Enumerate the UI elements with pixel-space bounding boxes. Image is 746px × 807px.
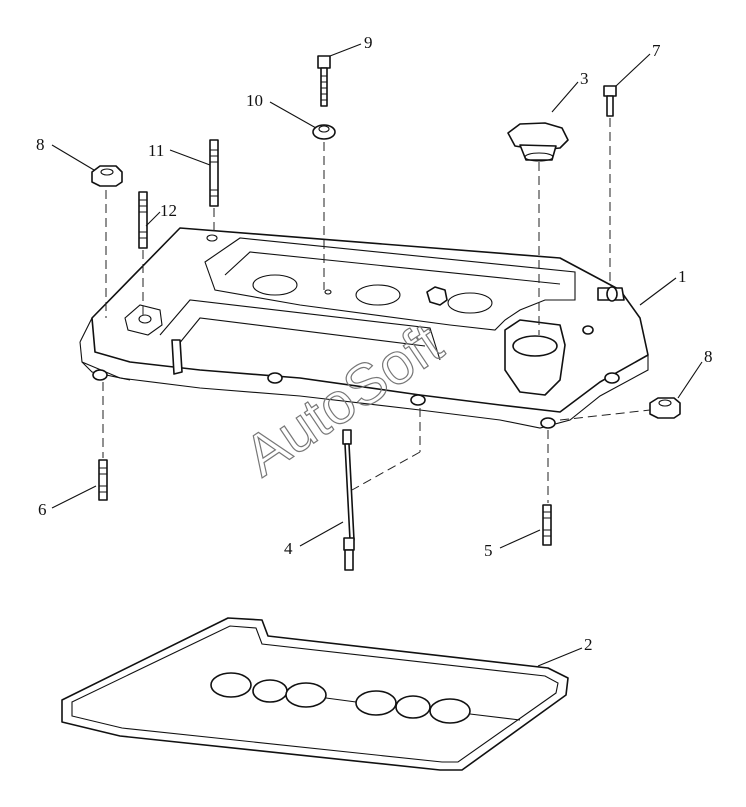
valve-cover-gasket <box>61 617 569 771</box>
label-part-12: 12 <box>160 201 177 220</box>
label-part-2: 2 <box>584 635 593 654</box>
grommet-10 <box>312 124 336 140</box>
label-part-7: 7 <box>652 41 661 60</box>
stud-11 <box>209 139 219 207</box>
oil-filler-cap <box>507 122 569 162</box>
stud-4 <box>342 429 355 571</box>
label-part-3: 3 <box>580 69 589 88</box>
bolt-7 <box>603 85 617 117</box>
label-part-9: 9 <box>364 33 373 52</box>
nut-8-left <box>91 165 123 187</box>
label-part-1: 1 <box>678 267 687 286</box>
assembly-lines <box>102 118 651 503</box>
label-part-5: 5 <box>484 541 493 560</box>
label-part-6: 6 <box>38 500 47 519</box>
label-part-11: 11 <box>148 141 164 160</box>
nut-8-right <box>649 397 681 419</box>
bolt-9 <box>317 55 331 107</box>
label-part-8-left: 8 <box>36 135 45 154</box>
stud-12 <box>138 191 148 249</box>
label-part-8-right: 8 <box>704 347 713 366</box>
stud-5 <box>542 504 552 546</box>
stud-6 <box>98 459 108 501</box>
leader-lines <box>51 43 703 667</box>
part-labels: 1 2 3 4 5 6 7 8 8 9 10 11 12 <box>36 33 713 654</box>
valve-cover <box>79 227 649 429</box>
label-part-10: 10 <box>246 91 263 110</box>
label-part-4: 4 <box>284 539 293 558</box>
